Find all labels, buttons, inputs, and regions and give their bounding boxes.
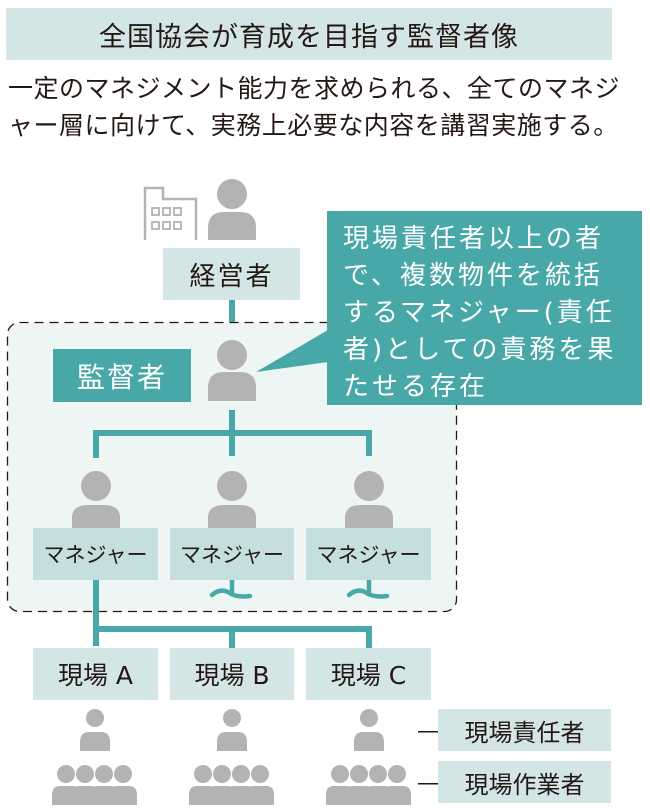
legend-site-leader: 現場責任者 xyxy=(438,709,611,751)
site-workers-icon xyxy=(326,765,411,805)
wave-break-icon xyxy=(209,577,253,599)
site-b-label: 現場 B xyxy=(170,648,294,700)
supervisor-callout: 現場責任者以上の者で、複数物件を統括するマネジャー(責任者)としての責務を果たせ… xyxy=(327,211,642,405)
site-workers-icon xyxy=(189,765,274,805)
manager-person-icon xyxy=(345,471,393,528)
supervisor-label: 監督者 xyxy=(53,349,191,402)
legend-site-workers: 現場作業者 xyxy=(438,761,611,803)
site-c-label: 現場 C xyxy=(306,648,431,700)
connector-supervisor-managers xyxy=(93,410,372,458)
building-icon xyxy=(143,186,198,240)
site-leader-icon xyxy=(354,709,384,751)
legend-line-workers xyxy=(418,783,438,785)
site-leader-icon xyxy=(80,709,110,751)
executive-person-icon xyxy=(208,179,256,240)
callout-pointer xyxy=(256,330,328,372)
description-text: 一定のマネジメント能力を求められる、全てのマネジャー層に向けて、実務上必要な内容… xyxy=(8,74,621,140)
site-people xyxy=(52,709,411,805)
site-workers-icon xyxy=(52,765,137,805)
legend-line-leader xyxy=(418,731,438,733)
manager-person-icon xyxy=(208,471,256,528)
connector-manager-a xyxy=(93,580,99,646)
executive-label: 経営者 xyxy=(163,248,300,300)
manager-label: マネジャー xyxy=(170,528,294,580)
wave-break-icon xyxy=(346,577,390,599)
connector-executive xyxy=(229,300,235,322)
manager-label: マネジャー xyxy=(306,528,431,580)
page-title: 全国協会が育成を目指す監督者像 xyxy=(6,8,612,60)
supervisor-person-icon xyxy=(208,340,256,401)
manager-label: マネジャー xyxy=(33,528,158,580)
site-a-label: 現場 A xyxy=(33,648,158,700)
manager-person-icon xyxy=(72,471,120,528)
connector-sites xyxy=(93,626,372,648)
site-leader-icon xyxy=(217,709,247,751)
